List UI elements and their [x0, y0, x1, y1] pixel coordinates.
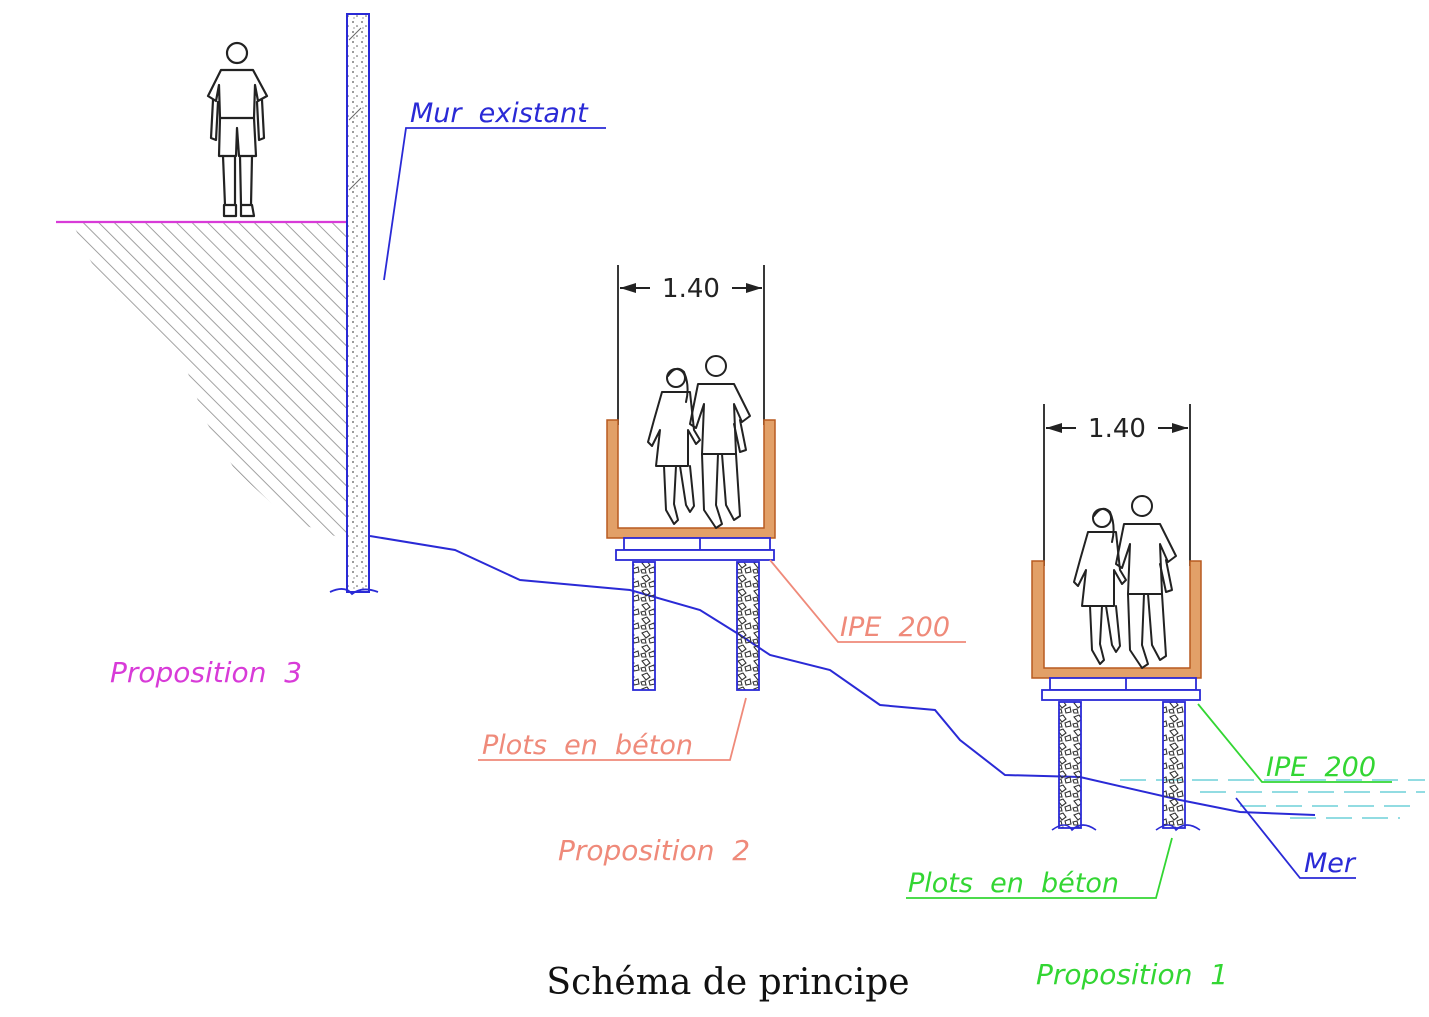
- proposition-1-walkway: 1.40 IPE 200 Plots en b: [906, 404, 1392, 899]
- sea-label: Mer: [1304, 848, 1357, 879]
- proposition-3-section: Mur existant: [56, 13, 606, 596]
- ipe-label-p2: IPE 200: [840, 612, 950, 643]
- dimension-label-p1: 1.40: [1088, 414, 1146, 444]
- concrete-pier-right: [1162, 701, 1186, 829]
- ipe-beam: [623, 537, 771, 551]
- diagram-caption: Schéma de principe: [546, 962, 909, 1003]
- ipe-beam: [1049, 677, 1197, 691]
- person-standing-icon: [206, 41, 269, 218]
- seabed-line: [369, 535, 1316, 816]
- proposition-2-label: Proposition 2: [558, 834, 750, 867]
- existing-wall: [346, 13, 370, 593]
- plots-leader-p1: [906, 837, 1173, 899]
- wall-leader: [383, 127, 606, 281]
- proposition-1-label: Proposition 1: [1036, 958, 1228, 991]
- sea-leader: [1235, 797, 1356, 879]
- plots-label-p1: Plots en béton: [908, 868, 1119, 899]
- concrete-pier-left: [1058, 701, 1082, 829]
- ipe-leader-p1: [1197, 703, 1392, 783]
- plots-label-p2: Plots en béton: [482, 730, 693, 761]
- wall-label: Mur existant: [410, 98, 589, 129]
- ipe-leader-p2: [769, 559, 966, 643]
- couple-walking-icon: [647, 355, 751, 529]
- proposition-2-walkway: 1.40 IPE 200 Plots e: [478, 265, 966, 761]
- concrete-pier-right: [736, 561, 760, 691]
- concrete-pier-left: [632, 561, 656, 691]
- couple-walking-icon: [1073, 495, 1177, 669]
- wall-base-break: [329, 588, 379, 596]
- proposition-3-label: Proposition 3: [110, 656, 302, 689]
- dimension-label-p2: 1.40: [662, 274, 720, 304]
- ipe-label-p1: IPE 200: [1266, 752, 1376, 783]
- soil-hatch: [72, 222, 346, 540]
- plots-leader-p2: [478, 697, 747, 761]
